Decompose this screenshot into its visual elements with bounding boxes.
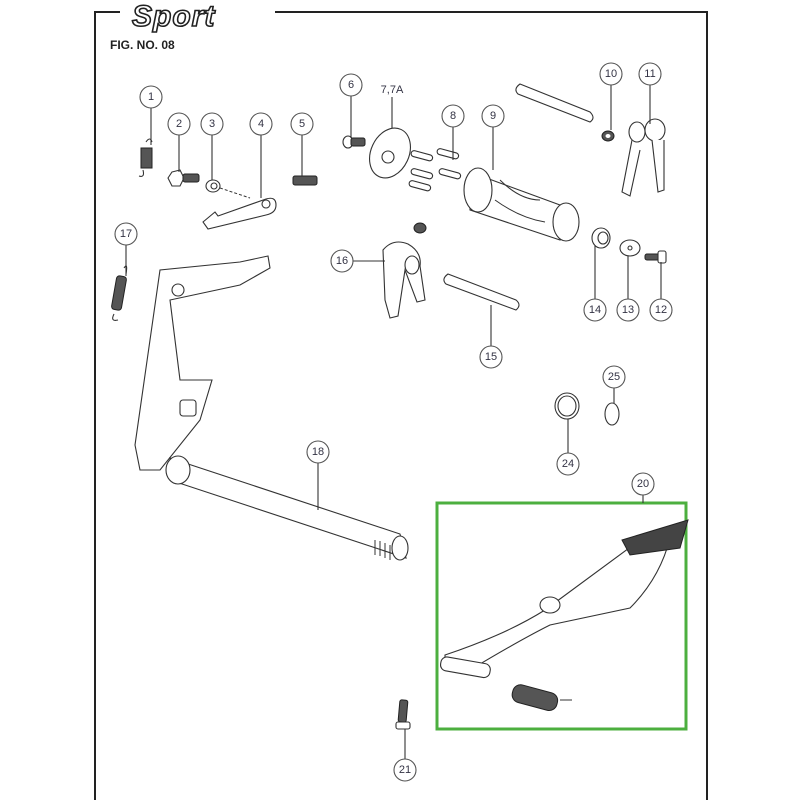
svg-text:6: 6 — [348, 79, 354, 91]
svg-text:14: 14 — [589, 304, 601, 316]
svg-text:1: 1 — [148, 91, 154, 103]
callout-1[interactable]: 1 — [139, 85, 163, 109]
callout-21[interactable]: 21 — [393, 758, 417, 782]
callout-17[interactable]: 17 — [114, 222, 138, 246]
callout-9[interactable]: 9 — [481, 104, 505, 128]
callout-10[interactable]: 10 — [599, 62, 623, 86]
ring-10 — [601, 130, 615, 142]
plate-7 — [369, 127, 411, 179]
svg-text:5: 5 — [299, 118, 305, 130]
callout-2[interactable]: 2 — [167, 112, 191, 136]
fork-11 — [621, 118, 666, 197]
frame-right — [275, 11, 708, 800]
bolt-21 — [395, 699, 411, 730]
callout-25[interactable]: 25 — [602, 365, 626, 389]
svg-text:18: 18 — [312, 446, 324, 458]
frame-left — [94, 11, 120, 800]
callout-7-7a[interactable]: 7,7A — [381, 84, 404, 96]
washer-14 — [591, 227, 611, 249]
callout-18[interactable]: 18 — [306, 440, 330, 464]
svg-text:25: 25 — [608, 371, 620, 383]
clip-25 — [604, 402, 620, 426]
callout-4[interactable]: 4 — [249, 112, 273, 136]
bolt-12 — [644, 250, 667, 264]
callout-6[interactable]: 6 — [339, 73, 363, 97]
svg-text:12: 12 — [655, 304, 667, 316]
svg-text:17: 17 — [120, 228, 132, 240]
svg-text:2: 2 — [176, 118, 182, 130]
leader-lines — [125, 85, 662, 759]
washer-3 — [205, 179, 251, 199]
spring-17 — [111, 265, 128, 321]
svg-text:8: 8 — [450, 110, 456, 122]
lever-4 — [202, 197, 277, 230]
bolt-2 — [167, 169, 200, 187]
shift-shaft-18 — [134, 255, 409, 561]
figure-number: FIG. NO. 08 — [110, 38, 175, 52]
callout-5[interactable]: 5 — [290, 112, 314, 136]
svg-text:3: 3 — [209, 118, 215, 130]
washer-13 — [619, 239, 641, 257]
brand-logo: Sport — [132, 0, 216, 33]
stud-5 — [292, 175, 318, 186]
svg-text:4: 4 — [258, 118, 264, 130]
callout-8[interactable]: 8 — [441, 104, 465, 128]
callout-13[interactable]: 13 — [616, 298, 640, 322]
callout-11[interactable]: 11 — [638, 62, 662, 86]
callout-3[interactable]: 3 — [200, 112, 224, 136]
spring-1 — [138, 138, 153, 177]
svg-text:16: 16 — [336, 255, 348, 267]
callout-15[interactable]: 15 — [479, 345, 503, 369]
svg-text:20: 20 — [637, 478, 649, 490]
svg-text:21: 21 — [399, 764, 411, 776]
svg-text:11: 11 — [644, 68, 655, 80]
svg-text:15: 15 — [485, 351, 497, 363]
callout-16[interactable]: 16 — [330, 249, 354, 273]
shift-drum-9 — [463, 167, 580, 242]
brake-pedal-20 — [439, 519, 689, 711]
svg-text:13: 13 — [622, 304, 634, 316]
pins-8 — [408, 148, 462, 192]
ring-24 — [554, 392, 580, 420]
callout-24[interactable]: 24 — [556, 452, 580, 476]
callout-20[interactable]: 20 — [631, 472, 655, 496]
highlight-box-part-20[interactable] — [435, 501, 688, 731]
svg-text:24: 24 — [562, 458, 574, 470]
screw-6 — [342, 135, 366, 149]
shaft-15 — [443, 273, 520, 311]
svg-text:10: 10 — [605, 68, 617, 80]
svg-text:9: 9 — [490, 110, 496, 122]
shaft-top — [515, 83, 594, 123]
fork-16 — [382, 222, 427, 319]
callout-14[interactable]: 14 — [583, 298, 607, 322]
callout-12[interactable]: 12 — [649, 298, 673, 322]
